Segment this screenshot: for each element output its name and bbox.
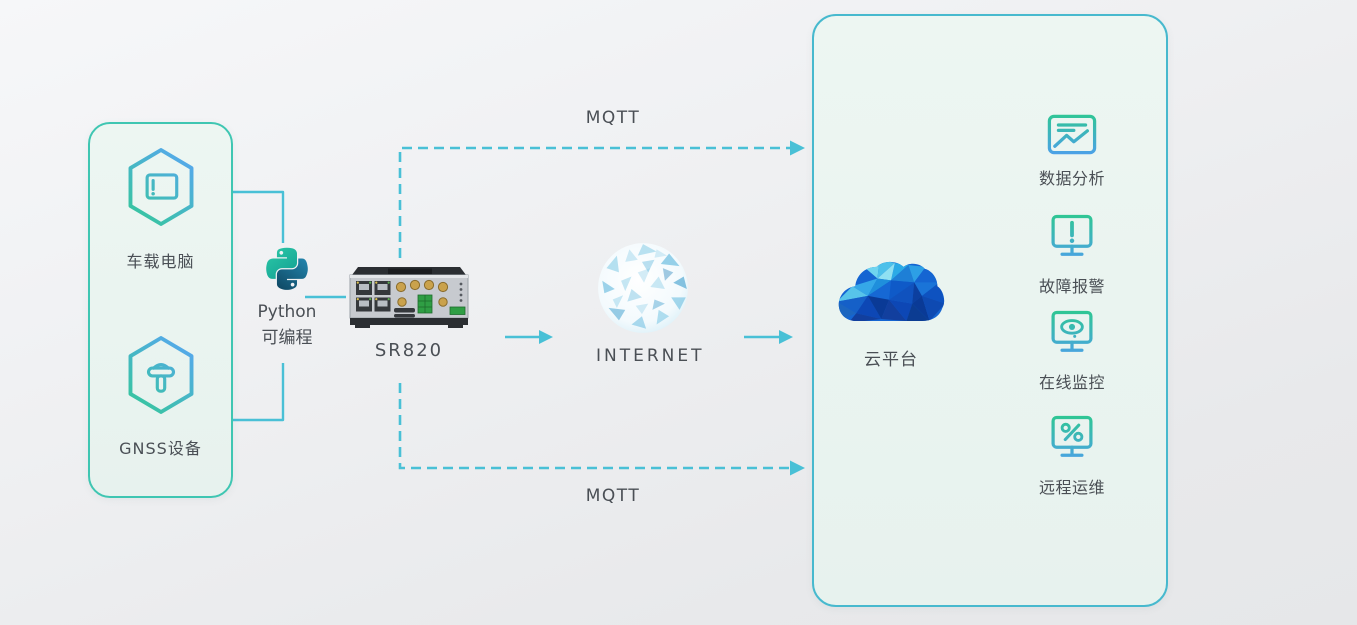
python-label-line1: Python — [257, 302, 317, 322]
internet-label: INTERNET — [596, 346, 705, 366]
mqtt-top-arrowhead — [790, 140, 805, 156]
data-analysis-icon — [1047, 114, 1097, 155]
internet-to-cloud-arrowhead — [779, 330, 793, 344]
device-panel: 车载电脑 GNSS设备 — [88, 122, 233, 498]
bracket-bottom-connector — [233, 363, 285, 422]
mqtt-bottom-dashed-line — [398, 383, 790, 470]
gnss-device-node — [90, 334, 231, 416]
mqtt-bottom-arrowhead — [790, 460, 805, 476]
bracket-top-connector — [233, 190, 285, 243]
feature-data-analysis: 数据分析 — [1037, 111, 1107, 189]
antenna-connectors — [395, 279, 449, 307]
mqtt-top-label: MQTT — [585, 108, 641, 128]
mqtt-top-dashed-line — [398, 146, 790, 258]
gnss-device-label: GNSS设备 — [119, 439, 202, 458]
router-node: SR820 — [344, 265, 474, 361]
gnss-antenna-icon — [128, 336, 193, 414]
router-label: SR820 — [374, 340, 444, 361]
feature-data-analysis-label: 数据分析 — [1038, 169, 1105, 188]
feature-online-monitoring-label: 在线监控 — [1038, 373, 1105, 392]
online-monitor-icon — [1051, 310, 1093, 352]
cloud-icon — [838, 261, 945, 321]
vehicle-computer-label: 车载电脑 — [126, 252, 195, 271]
serial-port — [394, 308, 415, 313]
led-indicators — [459, 282, 463, 302]
serial-port-2 — [394, 314, 415, 318]
vehicle-computer-icon — [128, 148, 193, 226]
feature-fault-alarm-label: 故障报警 — [1038, 277, 1105, 296]
power-terminal — [449, 306, 466, 315]
remote-ops-icon — [1051, 415, 1093, 457]
feature-online-monitoring: 在线监控 — [1037, 308, 1107, 393]
router-to-internet-arrowhead — [539, 330, 553, 344]
ethernet-ports — [356, 281, 391, 312]
feature-remote-ops: 远程运维 — [1037, 413, 1107, 498]
python-logo-icon — [266, 247, 308, 290]
feature-fault-alarm: 故障报警 — [1037, 212, 1107, 297]
globe-icon — [598, 243, 688, 333]
feature-remote-ops-label: 远程运维 — [1038, 478, 1105, 497]
sr820-router-image — [349, 267, 469, 328]
fault-alarm-icon — [1051, 214, 1093, 256]
cloud-platform-node: 云平台 — [835, 256, 947, 370]
vehicle-computer-node — [90, 146, 231, 228]
mqtt-bottom-label: MQTT — [585, 486, 641, 506]
python-label-line2: 可编程 — [261, 328, 313, 349]
python-node: Python 可编程 — [237, 247, 337, 352]
internet-node: INTERNET — [596, 241, 705, 366]
cloud-platform-label: 云平台 — [864, 350, 918, 370]
